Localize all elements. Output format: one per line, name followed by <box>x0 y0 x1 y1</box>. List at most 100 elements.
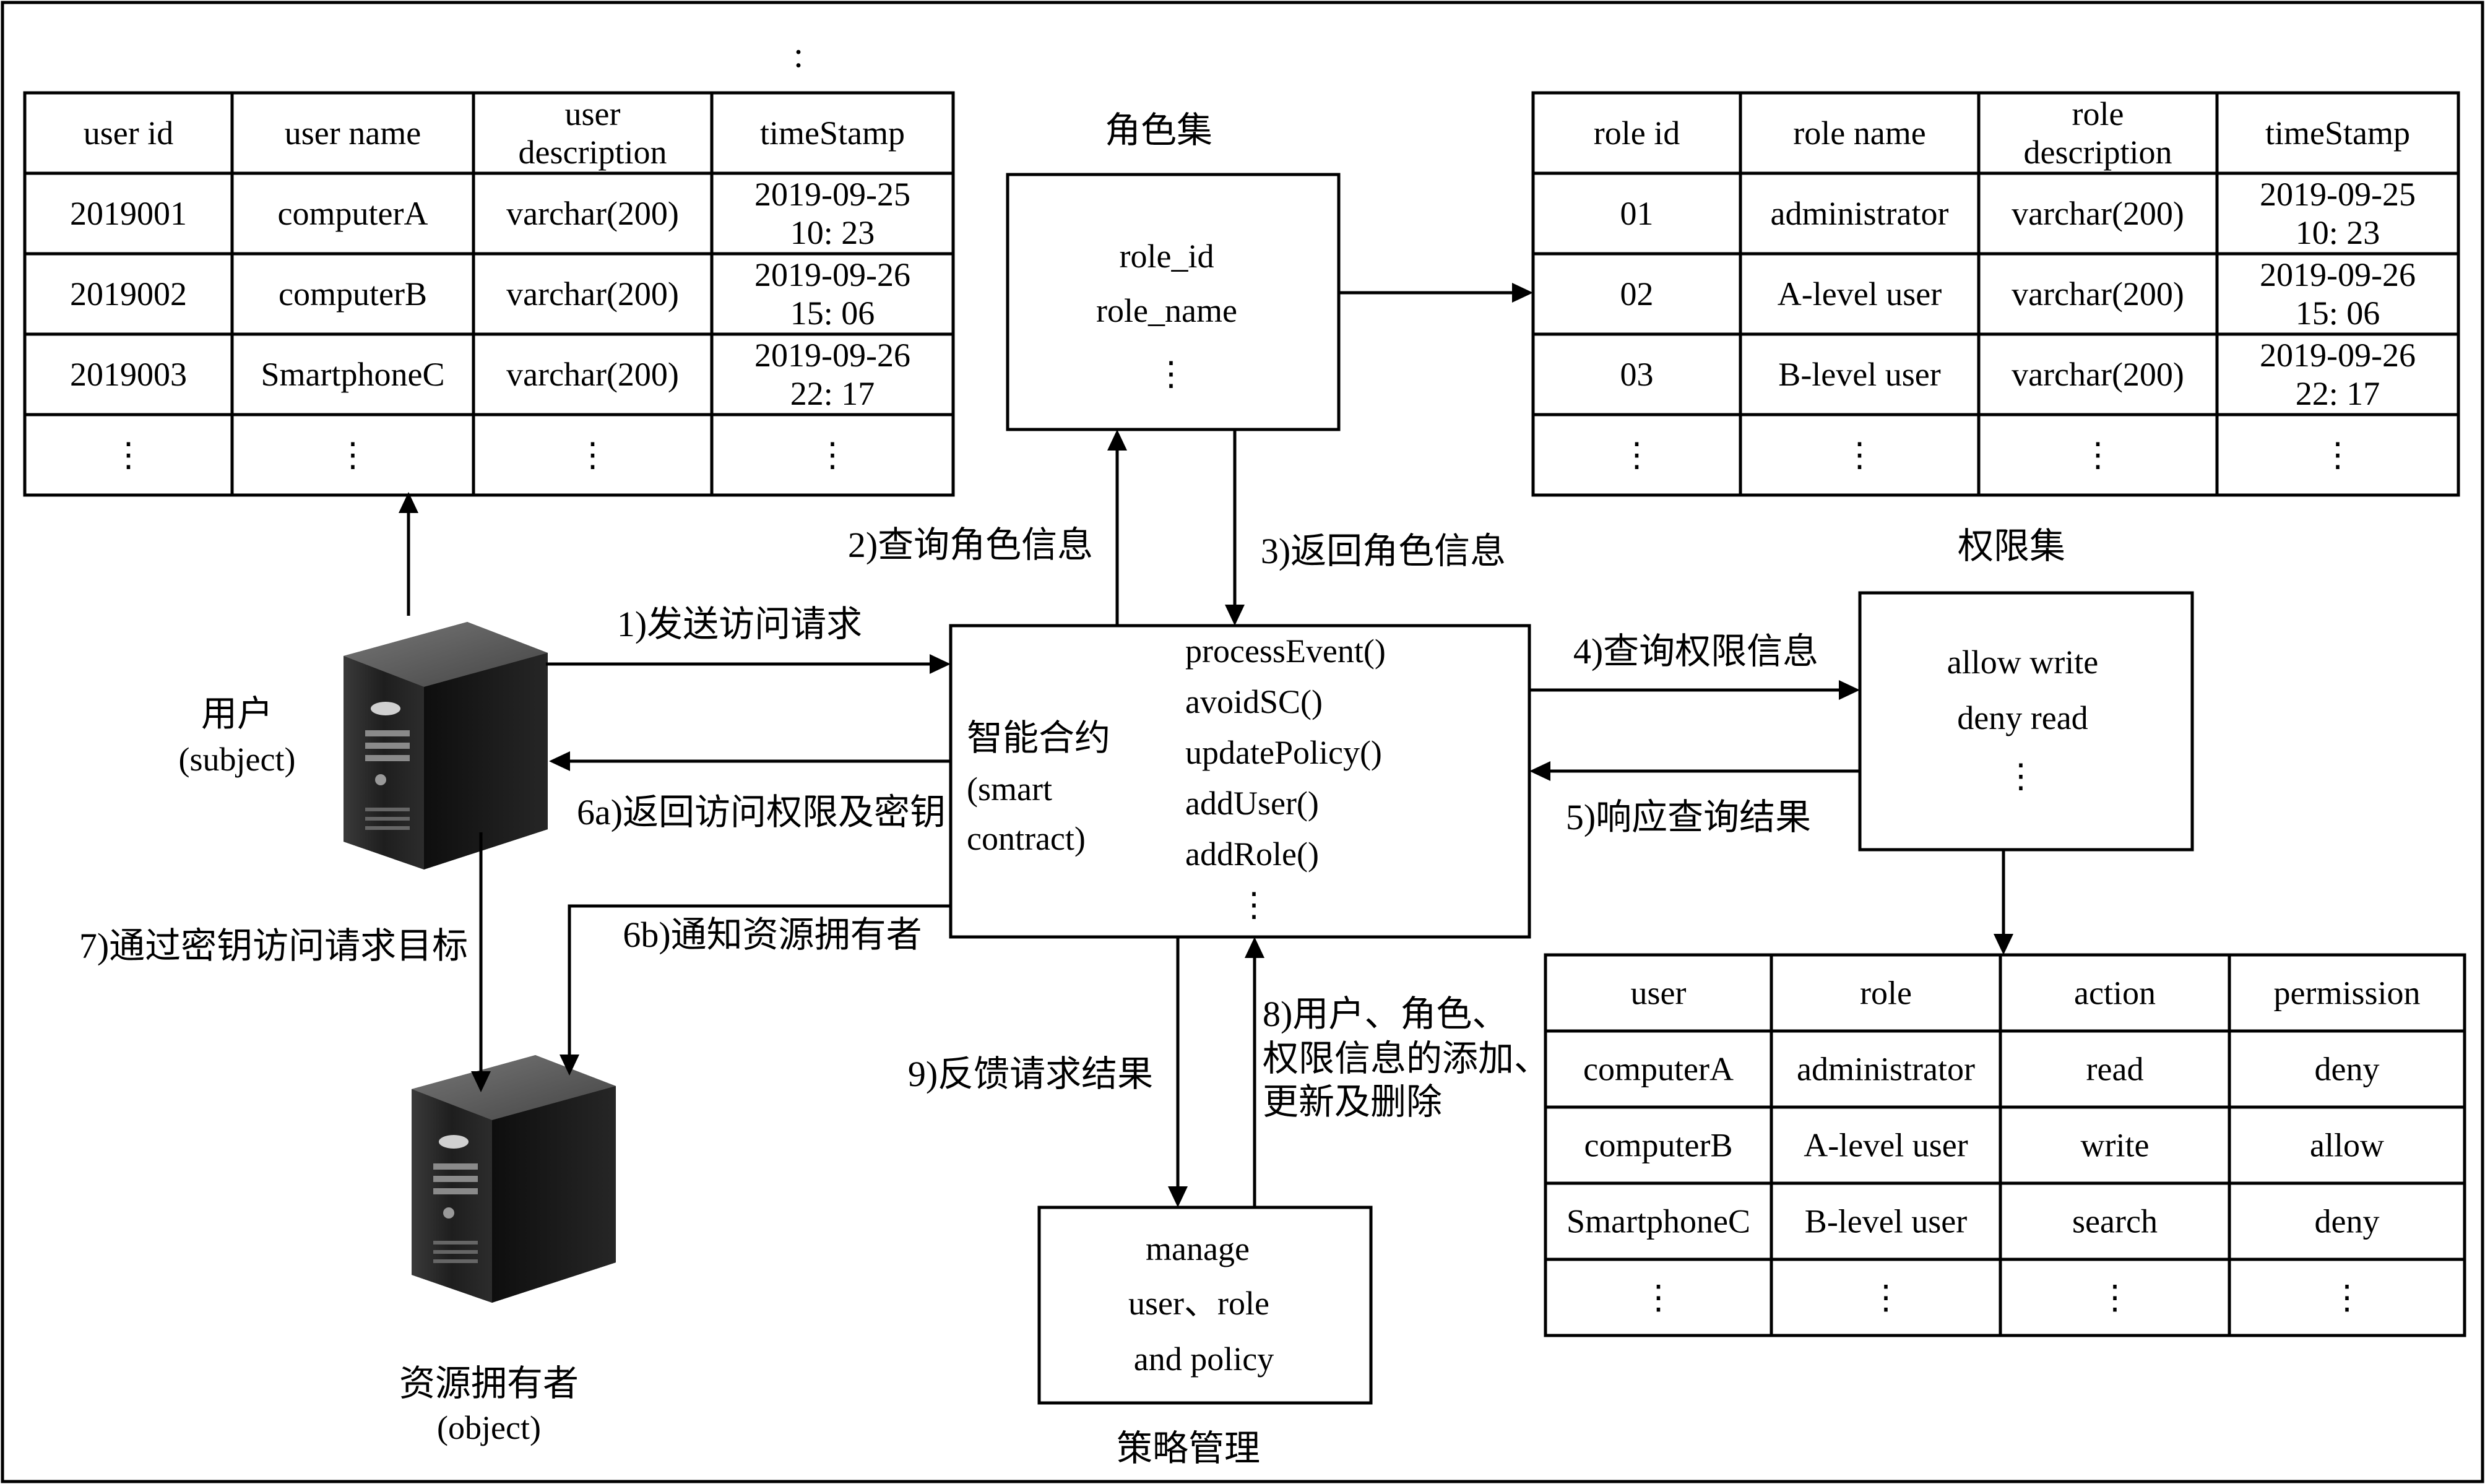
user-table-header-cell: user <box>565 95 621 132</box>
permission-table: user role action permission computerA adminis… <box>1544 953 2466 1337</box>
user-table-header-cell: user id <box>84 114 173 152</box>
role-set-box <box>1006 173 1341 431</box>
owner-server-icon <box>412 1055 616 1303</box>
user-table-cell: varchar(200) <box>506 195 679 232</box>
role-table-cell: 22: 17 <box>2296 375 2380 412</box>
permission-table-frame <box>1544 953 2466 1337</box>
contract-name-line: contract) <box>967 820 1086 857</box>
user-table-cell: 2019-09-25 <box>754 176 910 213</box>
role-table-cell: B-level user <box>1778 356 1940 393</box>
contract-method: addUser() <box>1185 785 1319 822</box>
role-table-header-cell: role <box>2072 95 2124 132</box>
permission-table-cell: ⋮ <box>1869 1279 1903 1316</box>
permission-set-line: allow write <box>1947 644 2098 681</box>
permission-table-cell: search <box>2072 1203 2158 1240</box>
permission-table-cell: computerA <box>1583 1051 1734 1088</box>
role-table-header-cell: role id <box>1594 114 1680 152</box>
permission-set-line: deny read <box>1957 699 2088 736</box>
user-table-cell: varchar(200) <box>506 275 679 313</box>
user-table-cell: ⋮ <box>112 436 145 473</box>
role-table-header-cell: description <box>2024 134 2172 171</box>
permission-set-box <box>1858 591 2194 852</box>
permission-table-cell: deny <box>2315 1203 2380 1240</box>
user-table-header-cell: timeStamp <box>760 114 905 152</box>
policy-line: manage <box>1146 1230 1250 1267</box>
permission-table-cell: deny <box>2315 1051 2380 1088</box>
role-set-title: 角色集 <box>1105 110 1212 150</box>
user-server-icon <box>344 622 548 869</box>
role-table-cell: 02 <box>1620 275 1654 313</box>
arrow-label-6b: 6b)通知资源拥有者 <box>623 915 922 955</box>
role-table-cell: varchar(200) <box>2012 195 2184 232</box>
arrow-label-6a: 6a)返回访问权限及密钥 <box>577 792 946 832</box>
permission-table-cell: write <box>2081 1127 2150 1164</box>
contract-method: updatePolicy() <box>1185 734 1382 771</box>
arrow-label-8-line: 8)用户、角色、 <box>1263 994 1508 1034</box>
contract-name-line: 智能合约 <box>967 718 1110 758</box>
permission-table-header-cell: permission <box>2274 975 2421 1012</box>
owner-server-label: (object) <box>437 1409 541 1446</box>
permission-set-ellipsis: ⋮ <box>2004 757 2038 795</box>
user-table-header-cell: description <box>519 134 667 171</box>
arrow-label-2: 2)查询角色信息 <box>848 525 1093 565</box>
arrow-label-7: 7)通过密钥访问请求目标 <box>79 926 468 966</box>
permission-table-header-cell: action <box>2074 975 2156 1012</box>
contract-method-ellipsis: ⋮ <box>1237 886 1271 923</box>
arrow-label-5: 5)响应查询结果 <box>1566 797 1811 837</box>
permission-set-title: 权限集 <box>1958 526 2065 566</box>
user-table-cell: ⋮ <box>336 436 370 473</box>
user-table-cell: 2019002 <box>70 275 187 313</box>
permission-table-cell: ⋮ <box>1642 1279 1675 1316</box>
arrow-label-4: 4)查询权限信息 <box>1573 631 1818 671</box>
role-table-cell: 01 <box>1620 195 1654 232</box>
role-set-line: role_id <box>1120 238 1214 275</box>
contract-method: addRole() <box>1185 835 1319 873</box>
role-table-cell: 2019-09-26 <box>2260 256 2416 293</box>
connectors <box>399 283 2013 1207</box>
user-table-cell: varchar(200) <box>506 356 679 393</box>
user-table-cell: ⋮ <box>576 436 610 473</box>
user-table-frame <box>23 91 955 497</box>
arrow-label-8-line: 权限信息的添加、 <box>1263 1038 1550 1079</box>
user-table-cell: 2019003 <box>70 356 187 393</box>
user-table-cell: computerA <box>278 195 428 232</box>
role-table-cell: varchar(200) <box>2012 275 2184 313</box>
permission-table-cell: allow <box>2310 1127 2384 1164</box>
permission-table-header-cell: role <box>1860 975 1912 1012</box>
user-table-cell: 15: 06 <box>790 295 875 332</box>
permission-table-cell: administrator <box>1797 1051 1975 1088</box>
role-table-cell: varchar(200) <box>2012 356 2184 393</box>
policy-management-box <box>1037 1206 1373 1405</box>
user-table-cell: computerB <box>279 275 427 313</box>
role-table-cell: 2019-09-26 <box>2260 337 2416 374</box>
permission-table-cell: SmartphoneC <box>1567 1203 1750 1240</box>
role-table-cell: ⋮ <box>2081 436 2115 473</box>
user-table-cell: 10: 23 <box>790 214 875 251</box>
role-table-cell: ⋮ <box>2321 436 2354 473</box>
owner-server-label: 资源拥有者 <box>399 1363 579 1404</box>
user-table-header-cell: user name <box>285 114 421 152</box>
permission-table-cell: read <box>2086 1051 2144 1088</box>
role-table-cell: 15: 06 <box>2296 295 2380 332</box>
permission-table-cell: A-level user <box>1804 1127 1968 1164</box>
permission-table-header-cell: user <box>1631 975 1687 1012</box>
arrow-label-3: 3)返回角色信息 <box>1261 531 1506 571</box>
role-set-ellipsis: ⋮ <box>1154 355 1188 392</box>
contract-method: processEvent() <box>1185 632 1386 670</box>
role-table-cell: ⋮ <box>1620 436 1654 473</box>
policy-line: user、role <box>1128 1285 1269 1322</box>
user-table-cell: 2019001 <box>70 195 187 232</box>
user-server-label: (subject) <box>179 741 296 778</box>
arrow-label-1: 1)发送访问请求 <box>617 604 862 644</box>
permission-table-cell: ⋮ <box>2098 1279 2132 1316</box>
arrow-label-8-line: 更新及删除 <box>1263 1082 1442 1122</box>
smart-contract-box <box>949 624 1531 939</box>
user-table-cell: ⋮ <box>816 436 849 473</box>
role-table-header-cell: role name <box>1793 114 1925 152</box>
arrow-label-9: 9)反馈请求结果 <box>908 1054 1153 1094</box>
